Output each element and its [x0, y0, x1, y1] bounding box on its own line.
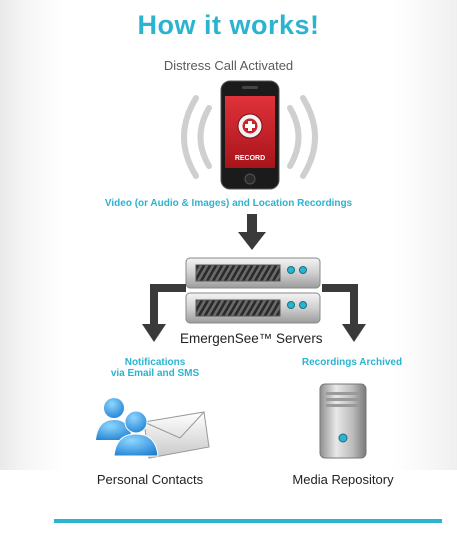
signal-wave-left-outer [181, 95, 199, 179]
signal-wave-right-inner [287, 105, 302, 169]
signal-wave-left-inner [197, 105, 212, 169]
record-button[interactable]: RECORD [234, 155, 266, 162]
background [0, 0, 457, 470]
server-icon [185, 257, 321, 324]
arrow-to-repository-icon [322, 284, 366, 342]
page-title: How it works! [137, 10, 320, 40]
arrow-to-contacts-icon [142, 284, 186, 342]
footer-divider [54, 519, 442, 523]
contacts-icon [96, 398, 210, 459]
notifications-line2: via Email and SMS [110, 368, 200, 379]
personal-contacts-label: Personal Contacts [96, 472, 204, 487]
recordings-caption: Video (or Audio & Images) and Location R… [104, 198, 353, 209]
smartphone-icon [220, 80, 280, 190]
notifications-caption: Notifications via Email and SMS [100, 357, 210, 379]
notifications-line1: Notifications [124, 357, 186, 368]
signal-waves-icon [181, 95, 318, 179]
arrow-down-icon [238, 214, 266, 250]
media-repository-label: Media Repository [292, 472, 394, 487]
step-distress-call-label: Distress Call Activated [163, 58, 294, 73]
archived-caption: Recordings Archived [301, 357, 403, 368]
signal-wave-right-outer [300, 95, 318, 179]
servers-label: EmergenSee™ Servers [180, 331, 323, 346]
media-server-icon [319, 383, 367, 459]
